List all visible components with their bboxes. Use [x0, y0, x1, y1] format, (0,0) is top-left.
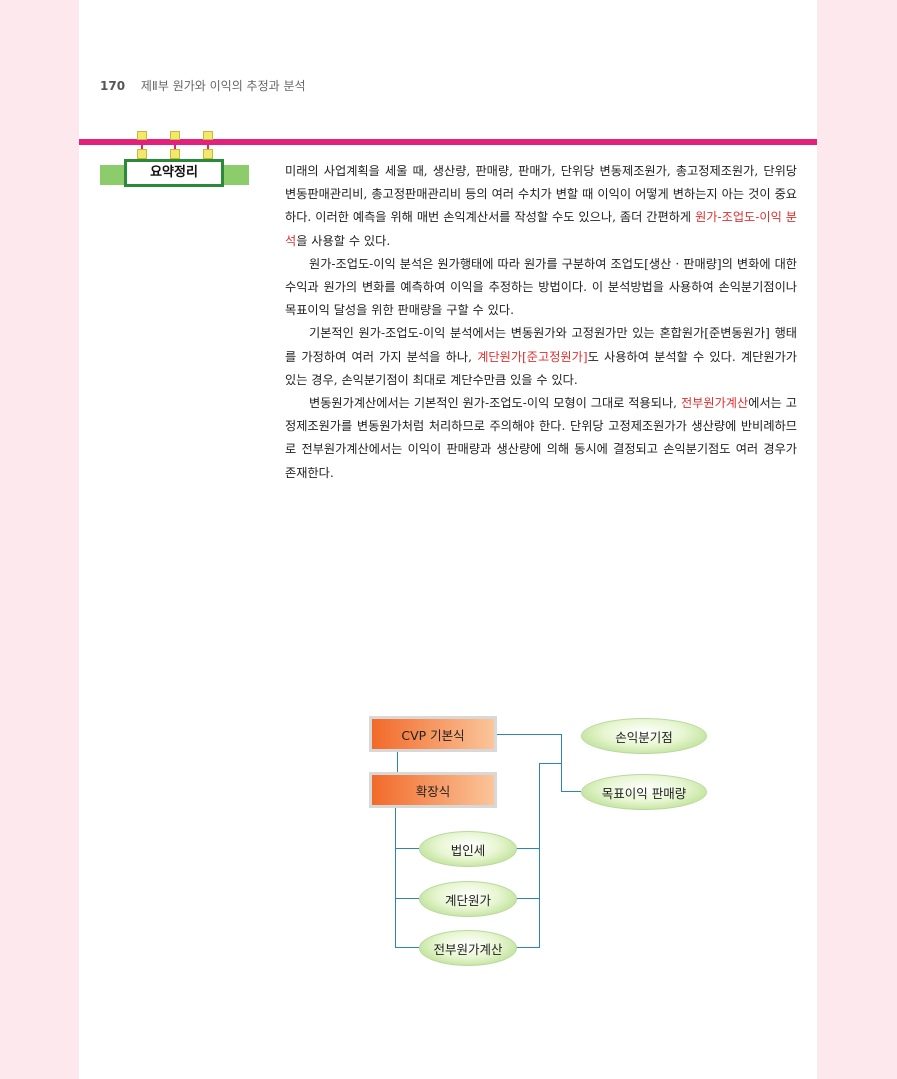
chapter-title: 제Ⅱ부 원가와 이익의 추정과 분석 [140, 79, 306, 93]
node-label: CVP 기본식 [401, 727, 465, 743]
page: 170 제Ⅱ부 원가와 이익의 추정과 분석 요약정리 미래의 사업계획을 세울… [79, 0, 817, 1079]
connector-line [395, 848, 419, 849]
paragraph: 변동원가계산에서는 기본적인 원가-조업도-이익 모형이 그대로 적용되나, 전… [285, 392, 797, 485]
connector-line [539, 763, 561, 764]
text-segment: 에서는 고정제조원가를 변동원가처럼 처리하므로 주의해야 한다. 단위당 고정… [285, 396, 797, 480]
connector-line [395, 898, 419, 899]
node-label: 계단원가 [444, 892, 491, 908]
text-segment: 도 사용하여 분석할 수 있다. 계단원가가 있는 경우, 손익분기점이 최대로… [285, 349, 798, 387]
section-label: 요약정리 [124, 159, 224, 187]
highlighted-term: 전부원가계산 [680, 396, 749, 411]
node-label: 확장식 [415, 783, 451, 799]
cvp-basic-node: CVP 기본식 [369, 716, 497, 752]
page-number: 170 [100, 79, 126, 93]
summary-text: 미래의 사업계획을 세울 때, 생산량, 판매량, 판매가, 단위당 변동제조원… [285, 160, 797, 485]
connector-line [397, 752, 398, 772]
node-label: 손익분기점 [615, 729, 673, 745]
connector-line [395, 808, 396, 948]
node-label: 법인세 [450, 842, 486, 858]
paragraph: 원가-조업도-이익 분석은 원가행태에 따라 원가를 구분하여 조업도[생산 ·… [285, 253, 797, 323]
cvp-diagram: CVP 기본식 확장식 손익분기점 목표이익 판매량 법인세 계단원가 전부원가… [79, 700, 817, 990]
connector-line [539, 763, 540, 948]
absorption-costing-node: 전부원가계산 [419, 930, 517, 966]
node-label: 목표이익 판매량 [601, 785, 687, 801]
break-even-node: 손익분기점 [581, 718, 707, 754]
pin-decoration [137, 131, 147, 159]
page-header: 170 제Ⅱ부 원가와 이익의 추정과 분석 [100, 77, 306, 94]
connector-line [561, 734, 562, 792]
target-sales-node: 목표이익 판매량 [581, 774, 707, 810]
text-segment: 원가-조업도-이익 분석은 원가행태에 따라 원가를 구분하여 조업도[생산 ·… [285, 256, 797, 318]
step-cost-node: 계단원가 [419, 881, 517, 917]
text-segment: 기본적인 원가-조업도-이익 분석에서는 변동원가와 고정원가만 있는 혼합원가… [285, 326, 797, 364]
pin-decoration [203, 131, 213, 159]
extended-node: 확장식 [369, 772, 497, 808]
connector-line [515, 947, 539, 948]
node-label: 전부원가계산 [433, 941, 503, 957]
connector-line [435, 734, 561, 735]
text-segment: 미래의 사업계획을 세울 때, 생산량, 판매량, 판매가, 단위당 변동제조원… [285, 164, 797, 225]
text-segment: 변동원가계산에서는 기본적인 원가-조업도-이익 모형이 그대로 적용되나, [309, 396, 681, 411]
connector-line [395, 947, 419, 948]
connector-line [515, 848, 539, 849]
pin-decoration [170, 131, 180, 159]
connector-line [515, 898, 539, 899]
header-divider [79, 139, 817, 145]
text-segment: 을 사용할 수 있다. [296, 233, 391, 248]
paragraph: 미래의 사업계획을 세울 때, 생산량, 판매량, 판매가, 단위당 변동제조원… [285, 160, 797, 253]
connector-line [561, 791, 581, 792]
corporate-tax-node: 법인세 [419, 831, 517, 867]
highlighted-term: 원가-조업도-이익 분석 [285, 210, 797, 248]
highlighted-term: 계단원가[준고정원가] [477, 349, 588, 364]
paragraph: 기본적인 원가-조업도-이익 분석에서는 변동원가와 고정원가만 있는 혼합원가… [285, 322, 797, 392]
